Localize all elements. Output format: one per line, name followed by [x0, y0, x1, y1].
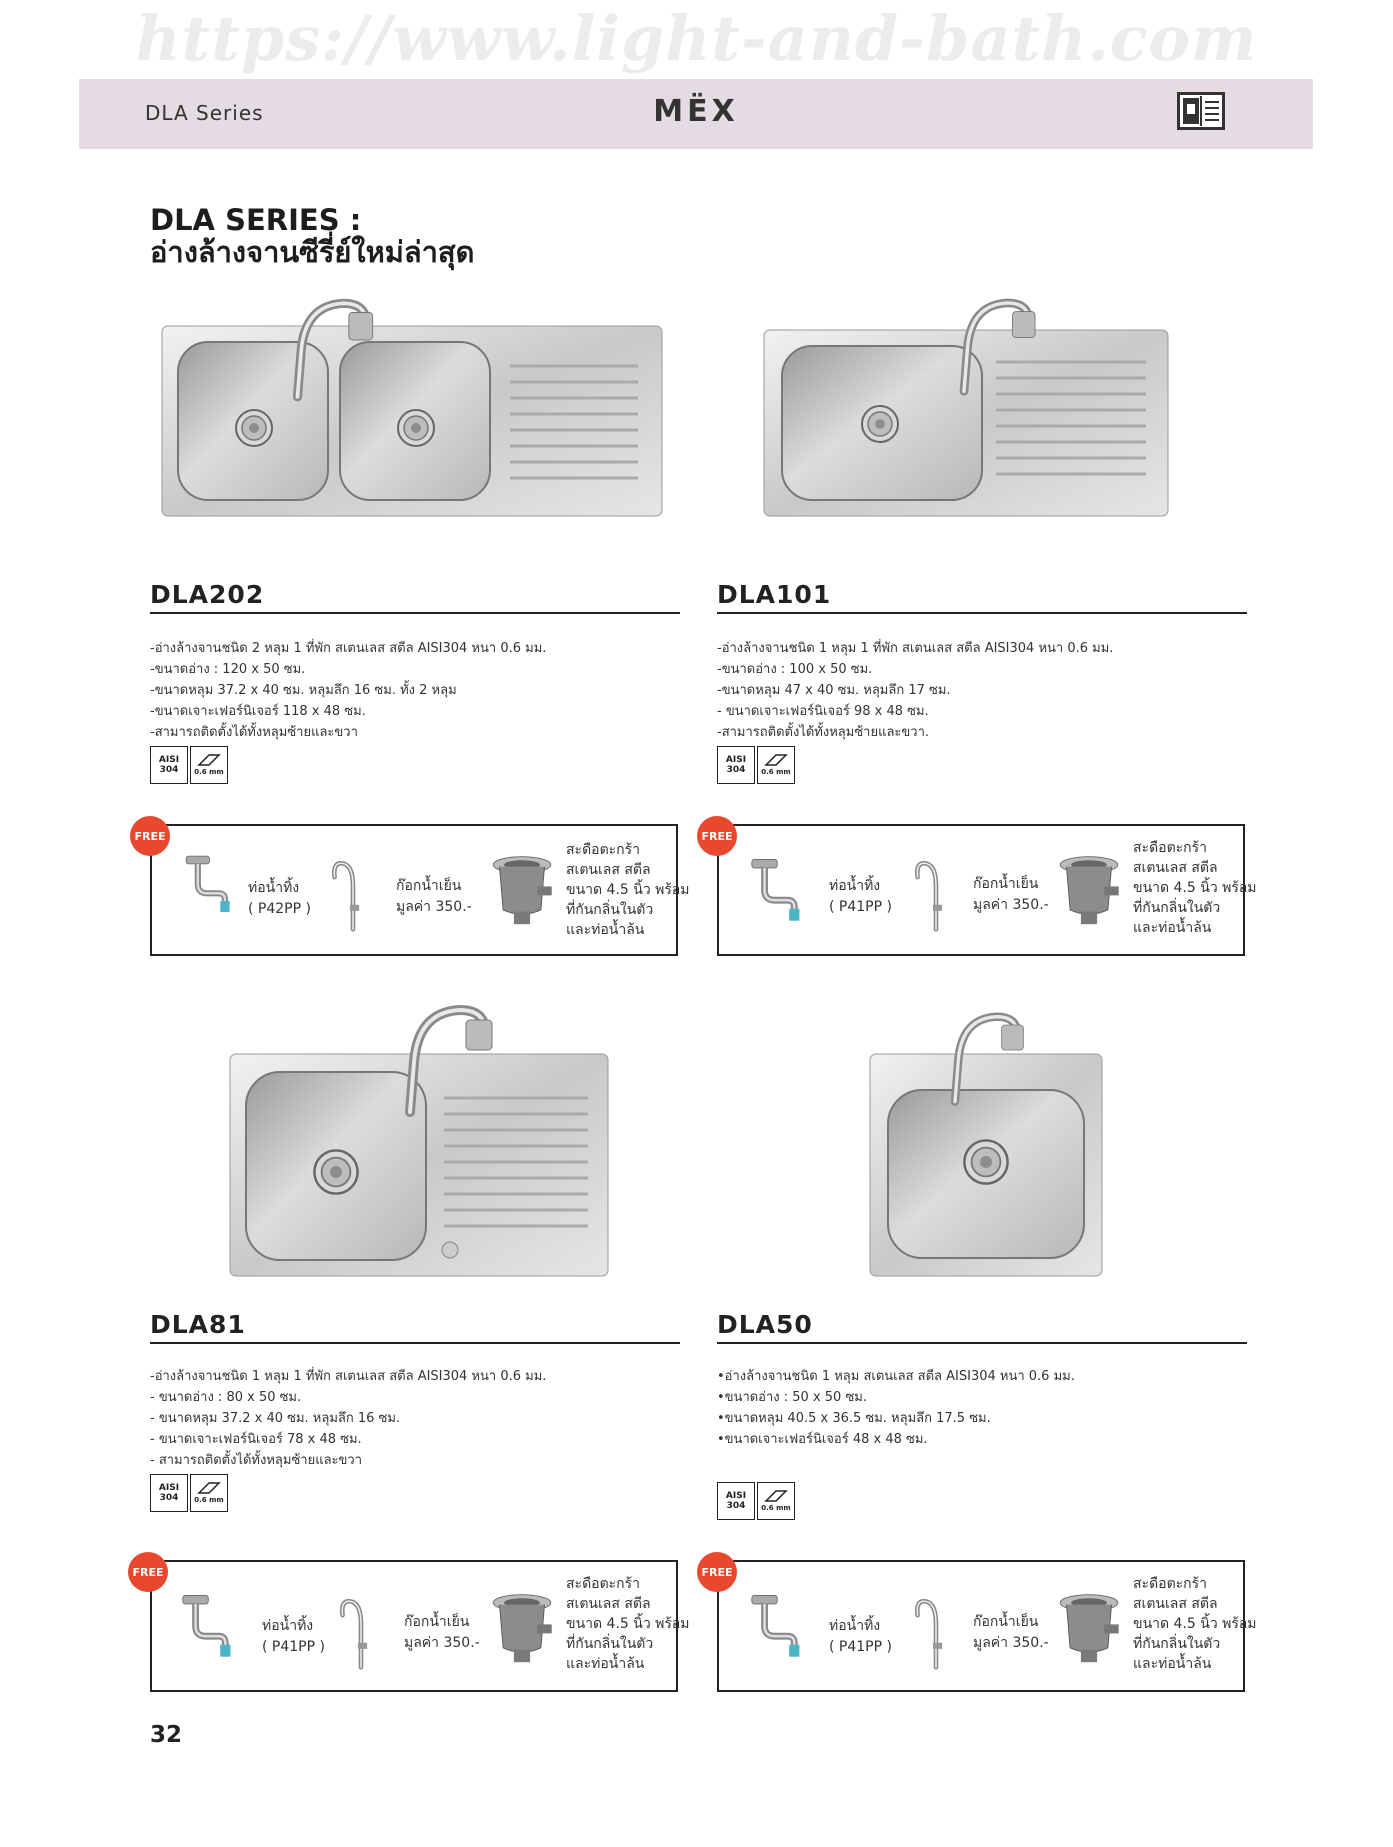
spec-item: - ขนาดหลุม 37.2 x 40 ซม. หลุมลึก 16 ซม. [150, 1411, 401, 1426]
dla81-sink-image [229, 998, 609, 1277]
page-title: DLA SERIES : อ่างล้างจานซีรี่ย์ใหม่ล่าสุ… [150, 204, 474, 268]
dla101-sink-image [763, 296, 1169, 517]
faucet-icon [338, 1584, 384, 1680]
free-badge: FREE [128, 1552, 168, 1592]
drain-pipe-label: ท่อน้ำทิ้ง( P41PP ) [829, 878, 892, 915]
drain-pipe-icon [739, 1592, 819, 1660]
series-label: DLA Series [145, 101, 264, 125]
drain-pipe-icon [739, 856, 819, 924]
spec-item: •ขนาดหลุม 40.5 x 36.5 ซม. หลุมลึก 17.5 ซ… [717, 1411, 991, 1426]
spec-list: -อ่างล้างจานชนิด 1 หลุม 1 ที่พัก สเตนเลส… [717, 638, 1113, 743]
spec-item: -อ่างล้างจานชนิด 1 หลุม 1 ที่พัก สเตนเลส… [717, 641, 1114, 656]
faucet-label: ก๊อกน้ำเย็นมูลค่า 350.- [404, 1614, 480, 1651]
faucet-icon [913, 1584, 959, 1680]
spec-item: -ขนาดหลุม 47 x 40 ซม. หลุมลึก 17 ซม. [717, 683, 951, 698]
url-watermark: https://www.light-and-bath.com [135, 2, 1258, 75]
dla202-sink-image [161, 296, 663, 517]
drain-pipe-label: ท่อน้ำทิ้ง( P41PP ) [262, 1618, 325, 1655]
free-badge: FREE [697, 1552, 737, 1592]
spec-item: -ขนาดหลุม 37.2 x 40 ซม. หลุมลึก 16 ซม. ท… [150, 683, 457, 698]
sheet-thickness-icon [197, 754, 221, 766]
spec-item: •ขนาดอ่าง : 50 x 50 ซม. [717, 1390, 867, 1405]
free-gift-box: ท่อน้ำทิ้ง( P41PP ) ก๊อกน้ำเย็นมูลค่า 35… [717, 824, 1257, 956]
faucet-icon [913, 846, 959, 942]
drain-pipe-icon [170, 1592, 250, 1660]
basket-strainer-icon [492, 856, 553, 925]
basket-strainer-label: สะดือตะกร้าสเตนเลส สตีลขนาด 4.5 นิ้ว พร้… [566, 842, 690, 938]
thickness-badge: 0.6 mm [757, 746, 795, 784]
sheet-thickness-icon [197, 1482, 221, 1494]
catalog-book-icon [1177, 92, 1225, 130]
free-gift-box: ท่อน้ำทิ้ง( P41PP ) ก๊อกน้ำเย็นมูลค่า 35… [150, 1560, 690, 1692]
spec-item: -ขนาดเจาะเฟอร์นิเจอร์ 118 x 48 ซม. [150, 704, 366, 719]
free-gift-box: ท่อน้ำทิ้ง( P42PP ) ก๊อกน้ำเย็นมูลค่า 35… [150, 824, 690, 956]
model-divider [150, 612, 680, 614]
spec-item: -อ่างล้างจานชนิด 2 หลุม 1 ที่พัก สเตนเลส… [150, 641, 547, 656]
drain-pipe-icon [180, 848, 242, 920]
spec-item: •ขนาดเจาะเฟอร์นิเจอร์ 48 x 48 ซม. [717, 1432, 928, 1447]
page-title-line1: DLA SERIES : [150, 203, 362, 237]
free-gift-box: ท่อน้ำทิ้ง( P41PP ) ก๊อกน้ำเย็นมูลค่า 35… [717, 1560, 1257, 1692]
basket-strainer-label: สะดือตะกร้าสเตนเลส สตีลขนาด 4.5 นิ้ว พร้… [1133, 840, 1257, 936]
spec-item: -อ่างล้างจานชนิด 1 หลุม 1 ที่พัก สเตนเลส… [150, 1369, 547, 1384]
basket-strainer-label: สะดือตะกร้าสเตนเลส สตีลขนาด 4.5 นิ้ว พร้… [566, 1576, 690, 1672]
model-title: DLA50 [717, 1310, 813, 1339]
drain-pipe-label: ท่อน้ำทิ้ง( P41PP ) [829, 1618, 892, 1655]
thickness-badge: 0.6 mm [757, 1482, 795, 1520]
sheet-thickness-icon [764, 1490, 788, 1502]
model-title: DLA202 [150, 580, 265, 609]
page-title-line2: อ่างล้างจานซีรี่ย์ใหม่ล่าสุด [150, 235, 475, 269]
sheet-thickness-icon [764, 754, 788, 766]
model-title: DLA101 [717, 580, 832, 609]
spec-item: - ขนาดเจาะเฟอร์นิเจอร์ 78 x 48 ซม. [150, 1432, 362, 1447]
basket-strainer-label: สะดือตะกร้าสเตนเลส สตีลขนาด 4.5 นิ้ว พร้… [1133, 1576, 1257, 1672]
basket-strainer-icon [1059, 856, 1120, 925]
faucet-label: ก๊อกน้ำเย็นมูลค่า 350.- [973, 1614, 1049, 1651]
thickness-badge: 0.6 mm [190, 746, 228, 784]
basket-strainer-icon [1059, 1594, 1120, 1663]
spec-item: -ขนาดอ่าง : 100 x 50 ซม. [717, 662, 873, 677]
faucet-label: ก๊อกน้ำเย็นมูลค่า 350.- [973, 876, 1049, 913]
spec-item: - สามารถติดตั้งได้ทั้งหลุมซ้ายและขวา [150, 1453, 363, 1468]
basket-strainer-icon [492, 1594, 553, 1663]
model-divider [717, 612, 1247, 614]
spec-item: - ขนาดเจาะเฟอร์นิเจอร์ 98 x 48 ซม. [717, 704, 929, 719]
spec-item: -สามารถติดตั้งได้ทั้งหลุมซ้ายและขวา. [717, 725, 930, 740]
drain-pipe-label: ท่อน้ำทิ้ง( P42PP ) [248, 880, 311, 917]
spec-item: -ขนาดอ่าง : 120 x 50 ซม. [150, 662, 306, 677]
faucet-label: ก๊อกน้ำเย็นมูลค่า 350.- [396, 878, 472, 915]
free-badge: FREE [130, 816, 170, 856]
dla50-sink-image [869, 1010, 1103, 1277]
spec-item: - ขนาดอ่าง : 80 x 50 ซม. [150, 1390, 302, 1405]
model-divider [150, 1342, 680, 1344]
brand-logo: MЁX [653, 94, 739, 129]
spec-item: •อ่างล้างจานชนิด 1 หลุม สเตนเลส สตีล AIS… [717, 1369, 1075, 1384]
model-title: DLA81 [150, 1310, 246, 1339]
spec-list: •อ่างล้างจานชนิด 1 หลุม สเตนเลส สตีล AIS… [717, 1366, 1075, 1450]
faucet-icon [330, 846, 376, 942]
spec-list: -อ่างล้างจานชนิด 1 หลุม 1 ที่พัก สเตนเลส… [150, 1366, 546, 1471]
thickness-badge: 0.6 mm [190, 1474, 228, 1512]
page-number: 32 [150, 1722, 183, 1748]
model-divider [717, 1342, 1247, 1344]
spec-list: -อ่างล้างจานชนิด 2 หลุม 1 ที่พัก สเตนเลส… [150, 638, 546, 743]
free-badge: FREE [697, 816, 737, 856]
page-header: DLA Series MЁX [79, 79, 1313, 149]
spec-item: -สามารถติดตั้งได้ทั้งหลุมซ้ายและขวา [150, 725, 358, 740]
